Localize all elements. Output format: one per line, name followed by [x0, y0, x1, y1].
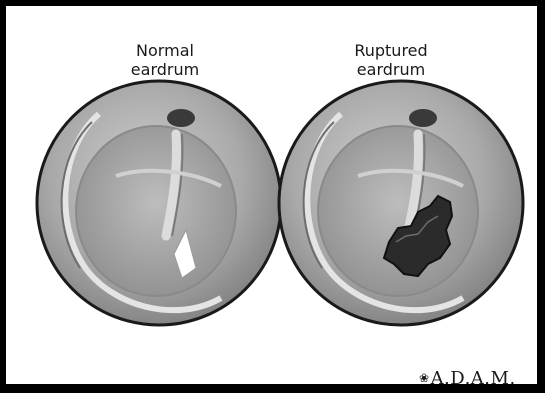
adam-logo: ❀A.D.A.M.: [419, 368, 516, 384]
ruptured-eardrum-attic-spot: [409, 109, 437, 127]
adam-logo-text: A.D.A.M.: [431, 368, 516, 384]
eardrum-illustrations: [6, 6, 537, 384]
ruptured-eardrum: [279, 81, 523, 325]
normal-eardrum-membrane: [76, 126, 236, 296]
normal-eardrum: [37, 81, 281, 325]
adam-figure-icon: ❀: [419, 371, 430, 384]
normal-eardrum-attic-spot: [167, 109, 195, 127]
ruptured-eardrum-membrane: [318, 126, 478, 296]
illustration-frame: Normal eardrum Ruptured eardrum: [6, 6, 539, 384]
